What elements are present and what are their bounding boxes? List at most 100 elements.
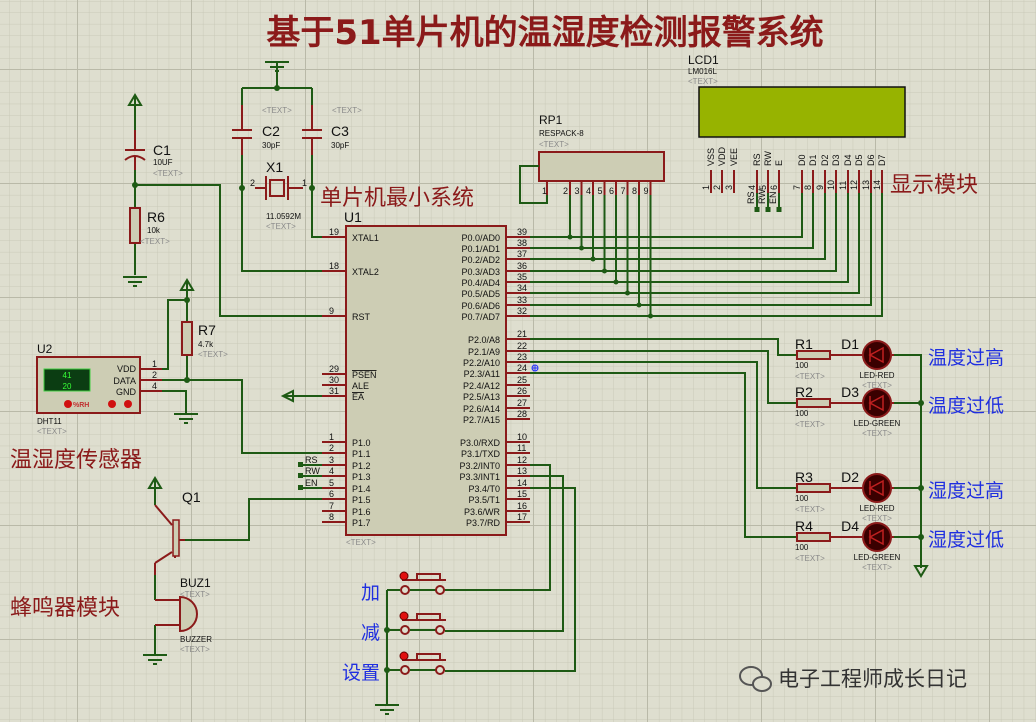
placeholder-text: <TEXT> [198,350,228,359]
u1-pin-number: 26 [517,386,527,396]
u2-dht11[interactable]: U2 41 20 %RH VDD DATA GND 1 2 4 DHT11 <T… [36,342,162,436]
u1-pin-number: 4 [329,466,334,476]
rp1-model: RESPACK-8 [539,129,584,138]
u1-pin-name: P0.3/AD3 [461,267,500,277]
placeholder-text: <TEXT> [862,563,892,572]
led-alarm-label: 温度过低 [928,395,1004,417]
x1-value: 11.0592M [266,212,301,221]
u1-pin-name: P0.7/AD7 [461,312,500,322]
buzzer-icon [179,595,198,633]
button-contact [435,625,445,635]
push-button-0[interactable]: 加 [361,571,446,604]
u1-pin-name: P0.1/AD1 [461,244,500,254]
button-label: 减 [361,622,380,644]
c2-value: 30pF [262,141,280,150]
p0-wire [530,193,872,306]
placeholder-text: <TEXT> [346,538,376,547]
diode-symbol [868,346,884,364]
lcd-pin-number: 5 [758,185,768,190]
junction [384,627,390,633]
p0-wire [530,193,814,249]
u1-pin-number: 5 [329,478,334,488]
crystal-circuit[interactable]: <TEXT> <TEXT> C2 30pF C3 30pF X1 2 1 11.… [232,61,362,272]
u1-pin-number: 1 [329,432,334,442]
u1-8051[interactable]: U1 <TEXT> 19XTAL118XTAL29RST29PSEN30ALE3… [322,209,530,547]
net-label-rs: RS [305,455,318,465]
net-terminal [765,207,771,212]
up-button[interactable] [108,400,116,408]
u1-pin-number: 13 [517,466,527,476]
u1-pin-number: 15 [517,489,527,499]
u1-pin-number: 3 [329,455,334,465]
buzzer-driver[interactable]: Q1 BUZ1 <TEXT> BUZZER <TEXT> [143,476,322,665]
net-terminal [776,207,782,212]
u1-pin-number: 33 [517,295,527,305]
u1-pin-name: P0.4/AD4 [461,278,500,288]
lcd-net-label: RS [746,191,756,204]
lcd-pin-number: 14 [872,180,882,190]
placeholder-text: <TEXT> [539,140,569,149]
placeholder-text: <TEXT> [153,169,183,178]
u1-pin-number: 17 [517,512,527,522]
placeholder-text: <TEXT> [180,590,210,599]
lcd-pin-number: 2 [712,185,722,190]
led-ref: D1 [841,336,859,352]
lcd-pin-name: VSS [706,148,716,166]
push-button-1[interactable]: 减 [361,611,446,644]
lcd-pin-number: 8 [803,185,813,190]
u1-pin-name: P0.6/AD6 [461,301,500,311]
diode-symbol [868,479,884,497]
u1-pin-name: PSEN [352,370,377,380]
push-button-2[interactable]: 设置 [342,651,446,684]
resistor-ref: R3 [795,469,813,485]
u1-pin-number: 32 [517,306,527,316]
r7-value: 4.7k [198,340,214,349]
placeholder-text: <TEXT> [140,237,170,246]
reset-circuit[interactable]: C1 10UF <TEXT> R6 10k <TEXT> [123,93,322,317]
lcd-pin-name: D1 [808,154,818,166]
u1-pin-number: 21 [517,329,527,339]
lcd-lm016l[interactable]: LCD1 LM016L <TEXT> VSS1VDD2VEE3RS4RW5E6D… [688,53,906,212]
u1-pin-name: P1.5 [352,495,371,505]
button-click-icon[interactable] [399,651,409,661]
u1-pin-name: P2.0/A8 [468,335,500,345]
r6-value: 10k [147,226,161,235]
rp-pin-number: 1 [542,186,547,196]
u1-pin-name: P2.2/A10 [463,358,500,368]
p0-wire [530,193,849,283]
u2-pin-name: VDD [117,364,137,374]
u1-pin-number: 29 [329,364,339,374]
lcd-pin-name: D2 [820,154,830,166]
buzzer-ref: BUZ1 [180,576,211,590]
led-icon [862,388,892,418]
resistor-value: 100 [795,361,809,370]
u1-pin-name: P1.4 [352,484,371,494]
net-label-rw: RW [305,466,320,476]
mode-button[interactable] [64,400,72,408]
u1-pin-number: 25 [517,375,527,385]
led-alarm-label: 湿度过低 [928,529,1004,551]
lcd-pin-number: 1 [701,185,711,190]
u1-pin-name: P0.5/AD5 [461,289,500,299]
watermark-text: 电子工程师成长日记 [778,667,967,691]
junction [636,302,642,308]
down-button[interactable] [124,400,132,408]
button-click-icon[interactable] [399,571,409,581]
junction [613,279,619,285]
u2-model: DHT11 [37,417,62,426]
placeholder-text: <TEXT> [862,429,892,438]
u1-net-labels: RS RW EN [298,455,322,490]
p0-wire [530,193,883,317]
button-click-icon[interactable] [399,611,409,621]
u1-pin-name: P3.1/TXD [461,449,501,459]
lcd-pin-name: RW [763,151,773,166]
u1-pin-name: P1.0 [352,438,371,448]
junction [579,245,584,251]
net-label-en: EN [305,478,318,488]
r7-ref: R7 [198,322,216,338]
